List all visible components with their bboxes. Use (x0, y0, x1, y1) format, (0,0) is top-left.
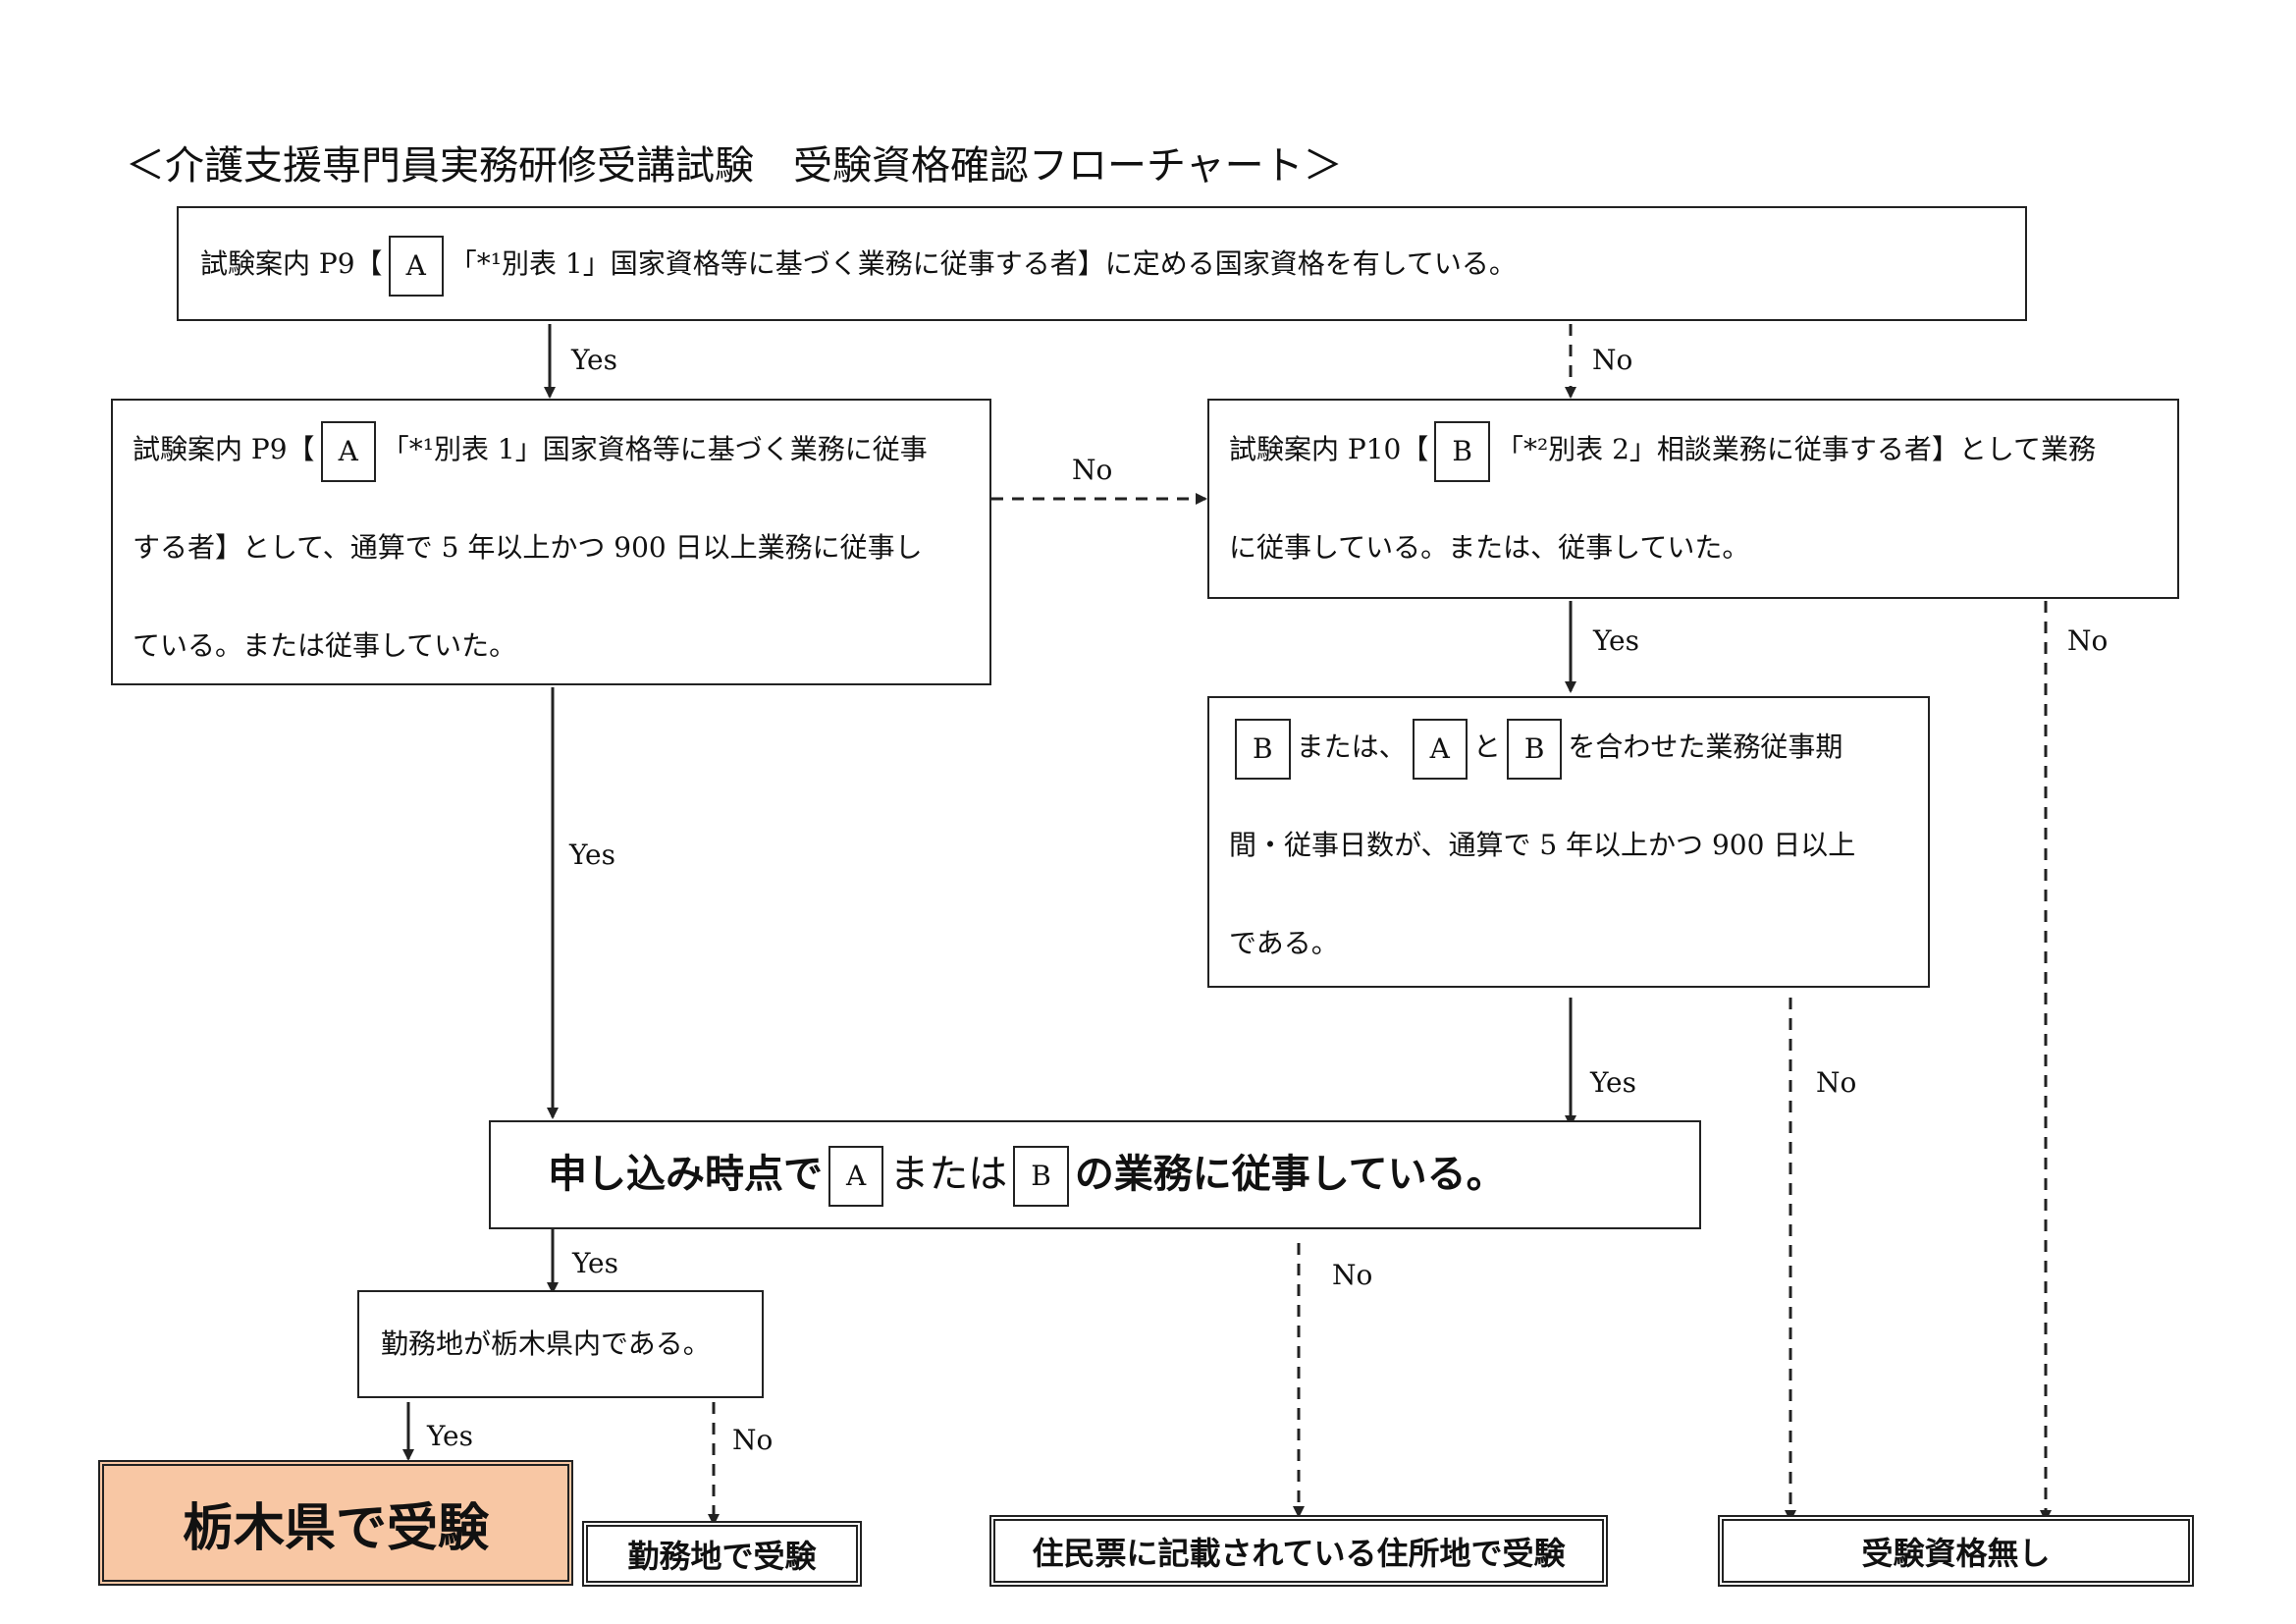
tag-b: B (1506, 718, 1563, 780)
result-residence: 住民票に記載されている住所地で受験 (989, 1515, 1608, 1587)
label-q6-no: No (732, 1424, 774, 1456)
result-tochigi-label: 栃木県で受験 (182, 1498, 489, 1558)
q4-to: と (1472, 731, 1501, 763)
label-q4-yes: Yes (1590, 1066, 1636, 1099)
result-ineligible-label: 受験資格無し (1861, 1534, 2051, 1572)
q4-line2: 間・従事日数が、通算で 5 年以上かつ 900 日以上 (1229, 829, 1856, 861)
question-national-qualification: 試験案内 P9【A「*¹別表 1」国家資格等に基づく業務に従事する者】に定める国… (177, 206, 2027, 321)
question-national-experience: 試験案内 P9【A「*¹別表 1」国家資格等に基づく業務に従事 する者】として、… (111, 399, 991, 685)
label-q2-no: No (1072, 454, 1113, 486)
q3-line2: に従事している。または、従事していた。 (1229, 531, 1750, 564)
tag-a: A (1412, 718, 1468, 780)
q4-line1: を合わせた業務従事期 (1568, 731, 1843, 763)
label-q5-yes: Yes (572, 1247, 618, 1279)
label-q1-no: No (1592, 344, 1633, 376)
q3-line1: 「*²別表 2」相談業務に従事する者】として業務 (1495, 433, 2097, 465)
q2-prefix: 試験案内 P9【 (133, 433, 315, 465)
result-ineligible: 受験資格無し (1718, 1515, 2194, 1587)
q1-prefix: 試験案内 P9【 (200, 247, 383, 280)
tag-a: A (828, 1146, 884, 1207)
q2-line2: する者】として、通算で 5 年以上かつ 900 日以上業務に従事し (133, 531, 923, 564)
q4-line3: である。 (1229, 927, 1339, 959)
result-tochigi: 栃木県で受験 (98, 1460, 573, 1586)
flowchart-title: ＜介護支援専門員実務研修受講試験 受験資格確認フローチャート＞ (126, 143, 1343, 189)
result-workplace-label: 勤務地で受験 (627, 1537, 817, 1575)
q5-suffix: の業務に従事している。 (1074, 1152, 1506, 1197)
question-workplace-tochigi: 勤務地が栃木県内である。 (357, 1290, 764, 1398)
label-q3-yes: Yes (1593, 624, 1639, 657)
label-q6-yes: Yes (427, 1420, 473, 1452)
tag-b: B (1235, 718, 1291, 780)
q6-text: 勤務地が栃木県内である。 (381, 1327, 711, 1360)
tag-a: A (388, 235, 444, 297)
label-q1-yes: Yes (571, 344, 617, 376)
result-residence-label: 住民票に記載されている住所地で受験 (1032, 1534, 1566, 1572)
tag-a: A (320, 420, 376, 482)
tag-b: B (1013, 1146, 1069, 1207)
q3-prefix: 試験案内 P10【 (1229, 433, 1429, 465)
label-q3-no: No (2067, 624, 2109, 657)
q2-line1: 「*¹別表 1」国家資格等に基づく業務に従事 (381, 433, 928, 465)
q2-line3: ている。または従事していた。 (133, 629, 517, 662)
q1-suffix: 「*¹別表 1」国家資格等に基づく業務に従事する者】に定める国家資格を有している… (449, 247, 1517, 280)
q5-prefix: 申し込み時点で (548, 1152, 823, 1197)
question-consultation-work: 試験案内 P10【B「*²別表 2」相談業務に従事する者】として業務 に従事して… (1207, 399, 2179, 599)
q5-mid: または (889, 1152, 1008, 1197)
label-q2-yes: Yes (569, 839, 615, 871)
tag-b: B (1434, 420, 1490, 482)
result-workplace: 勤務地で受験 (582, 1521, 862, 1587)
label-q4-no: No (1816, 1066, 1857, 1099)
label-q5-no: No (1332, 1259, 1373, 1291)
q4-mataha: または、 (1296, 731, 1407, 763)
